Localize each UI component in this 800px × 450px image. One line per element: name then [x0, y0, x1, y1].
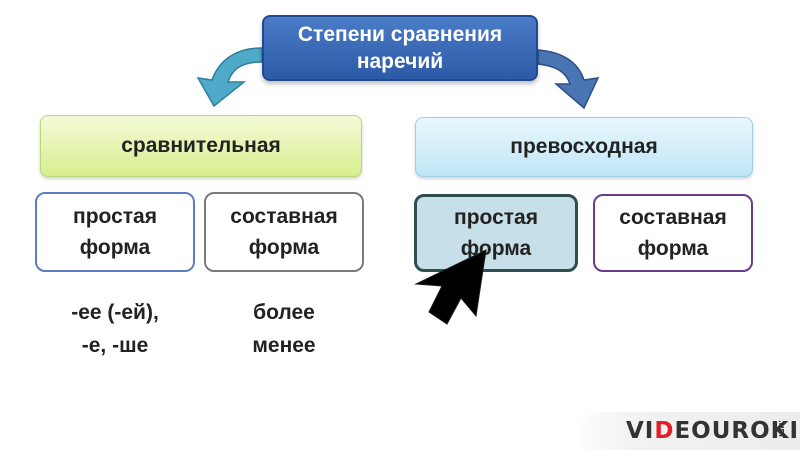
comparative-compound-line-2: форма: [248, 236, 320, 259]
comparative-simple-form: простая форма: [35, 192, 195, 272]
comparative-compound-form: составная форма: [204, 192, 364, 272]
simple-example-line-2: -е, -ше: [81, 334, 149, 357]
category-superlative-label: превосходная: [510, 135, 658, 158]
compound-example-line-1: более: [253, 301, 315, 324]
superlative-simple-form: простая форма: [414, 194, 578, 272]
title-line-2: наречий: [356, 50, 444, 73]
videouroki-logo: VIDEOUROKI .NET: [572, 412, 800, 450]
compound-example-line-2: менее: [252, 334, 316, 357]
superlative-simple-line-1: простая: [454, 206, 538, 229]
comparative-simple-line-1: простая: [73, 205, 157, 228]
comparative-simple-example: -ее (-ей), -е, -ше: [40, 296, 190, 362]
superlative-compound-form: составная форма: [593, 194, 753, 272]
diagram-title: Степени сравнения наречий: [262, 15, 538, 81]
arrow-to-superlative: [537, 49, 600, 110]
comparative-compound-example: более менее: [209, 296, 359, 362]
category-comparative-label: сравнительная: [121, 134, 281, 157]
logo-suffix: .NET: [777, 420, 785, 439]
category-superlative: превосходная: [415, 117, 753, 177]
comparative-simple-line-2: форма: [79, 236, 151, 259]
arrow-to-comparative: [196, 47, 263, 108]
comparative-compound-line-1: составная: [230, 205, 338, 228]
category-comparative: сравнительная: [40, 115, 362, 177]
logo-text: VIDEOUROKI: [626, 418, 800, 444]
superlative-compound-line-1: составная: [619, 206, 727, 229]
simple-example-line-1: -ее (-ей),: [71, 301, 159, 324]
title-line-1: Степени сравнения: [297, 23, 503, 46]
superlative-compound-line-2: форма: [637, 237, 709, 260]
mouse-cursor-icon: [414, 249, 487, 325]
